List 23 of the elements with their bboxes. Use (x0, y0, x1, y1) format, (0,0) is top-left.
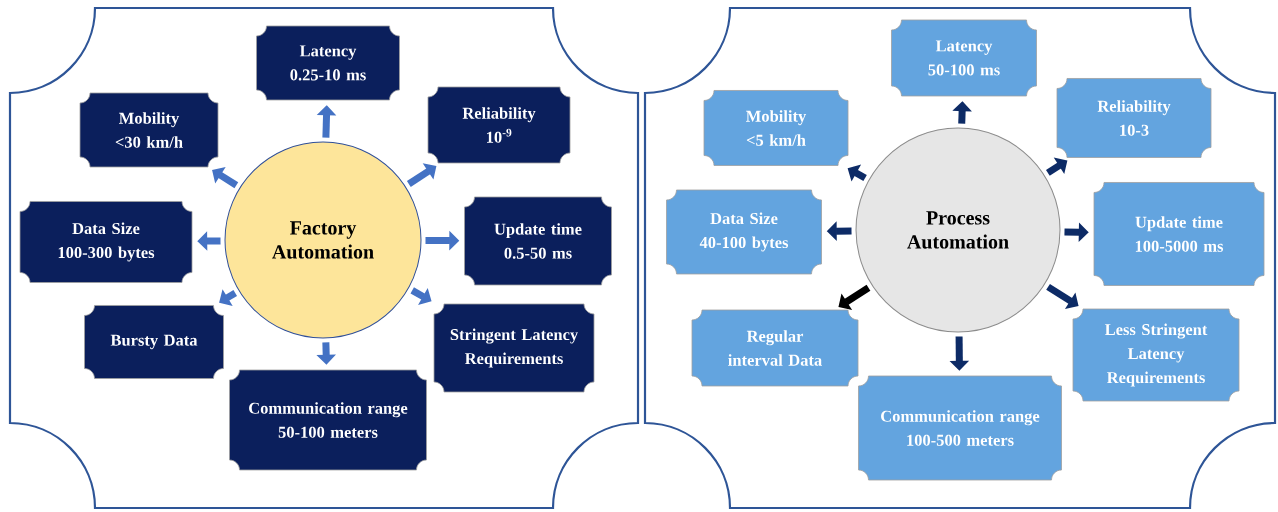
feature-box: Reliability 10$^{-9}$ (427, 86, 571, 164)
feature-box: Latency 50-100 ms (891, 19, 1037, 97)
feature-box: Mobility <30 km/h (79, 92, 219, 168)
panel-frame (8, 6, 640, 510)
feature-box: Communication range 100-500 meters (858, 375, 1062, 481)
feature-box: Latency 0.25-10 ms (256, 25, 400, 101)
feature-box: Update time 0.5-50 ms (464, 196, 612, 286)
feature-box: Update time 100-5000 ms (1093, 182, 1265, 286)
feature-box: Bursty Data (84, 305, 224, 379)
feature-box: Stringent Latency Requirements (433, 303, 595, 393)
block-arrow (406, 163, 437, 187)
feature-box: Regular interval Data (691, 309, 859, 387)
feature-box: Data Size 40-100 bytes (666, 189, 822, 275)
feature-box: Mobility <5 km/h (703, 90, 849, 166)
panel-frame (643, 6, 1277, 510)
feature-box: Communication range 50-100 meters (229, 369, 427, 471)
feature-box: Reliability 10-3 (1056, 78, 1212, 158)
feature-box: Data Size 100-300 bytes (19, 201, 193, 283)
block-arrow (410, 287, 432, 305)
block-arrow (1046, 157, 1068, 176)
block-arrow (219, 289, 238, 306)
feature-box: Less Stringent Latency Requirements (1072, 308, 1240, 402)
block-arrow (838, 284, 871, 310)
